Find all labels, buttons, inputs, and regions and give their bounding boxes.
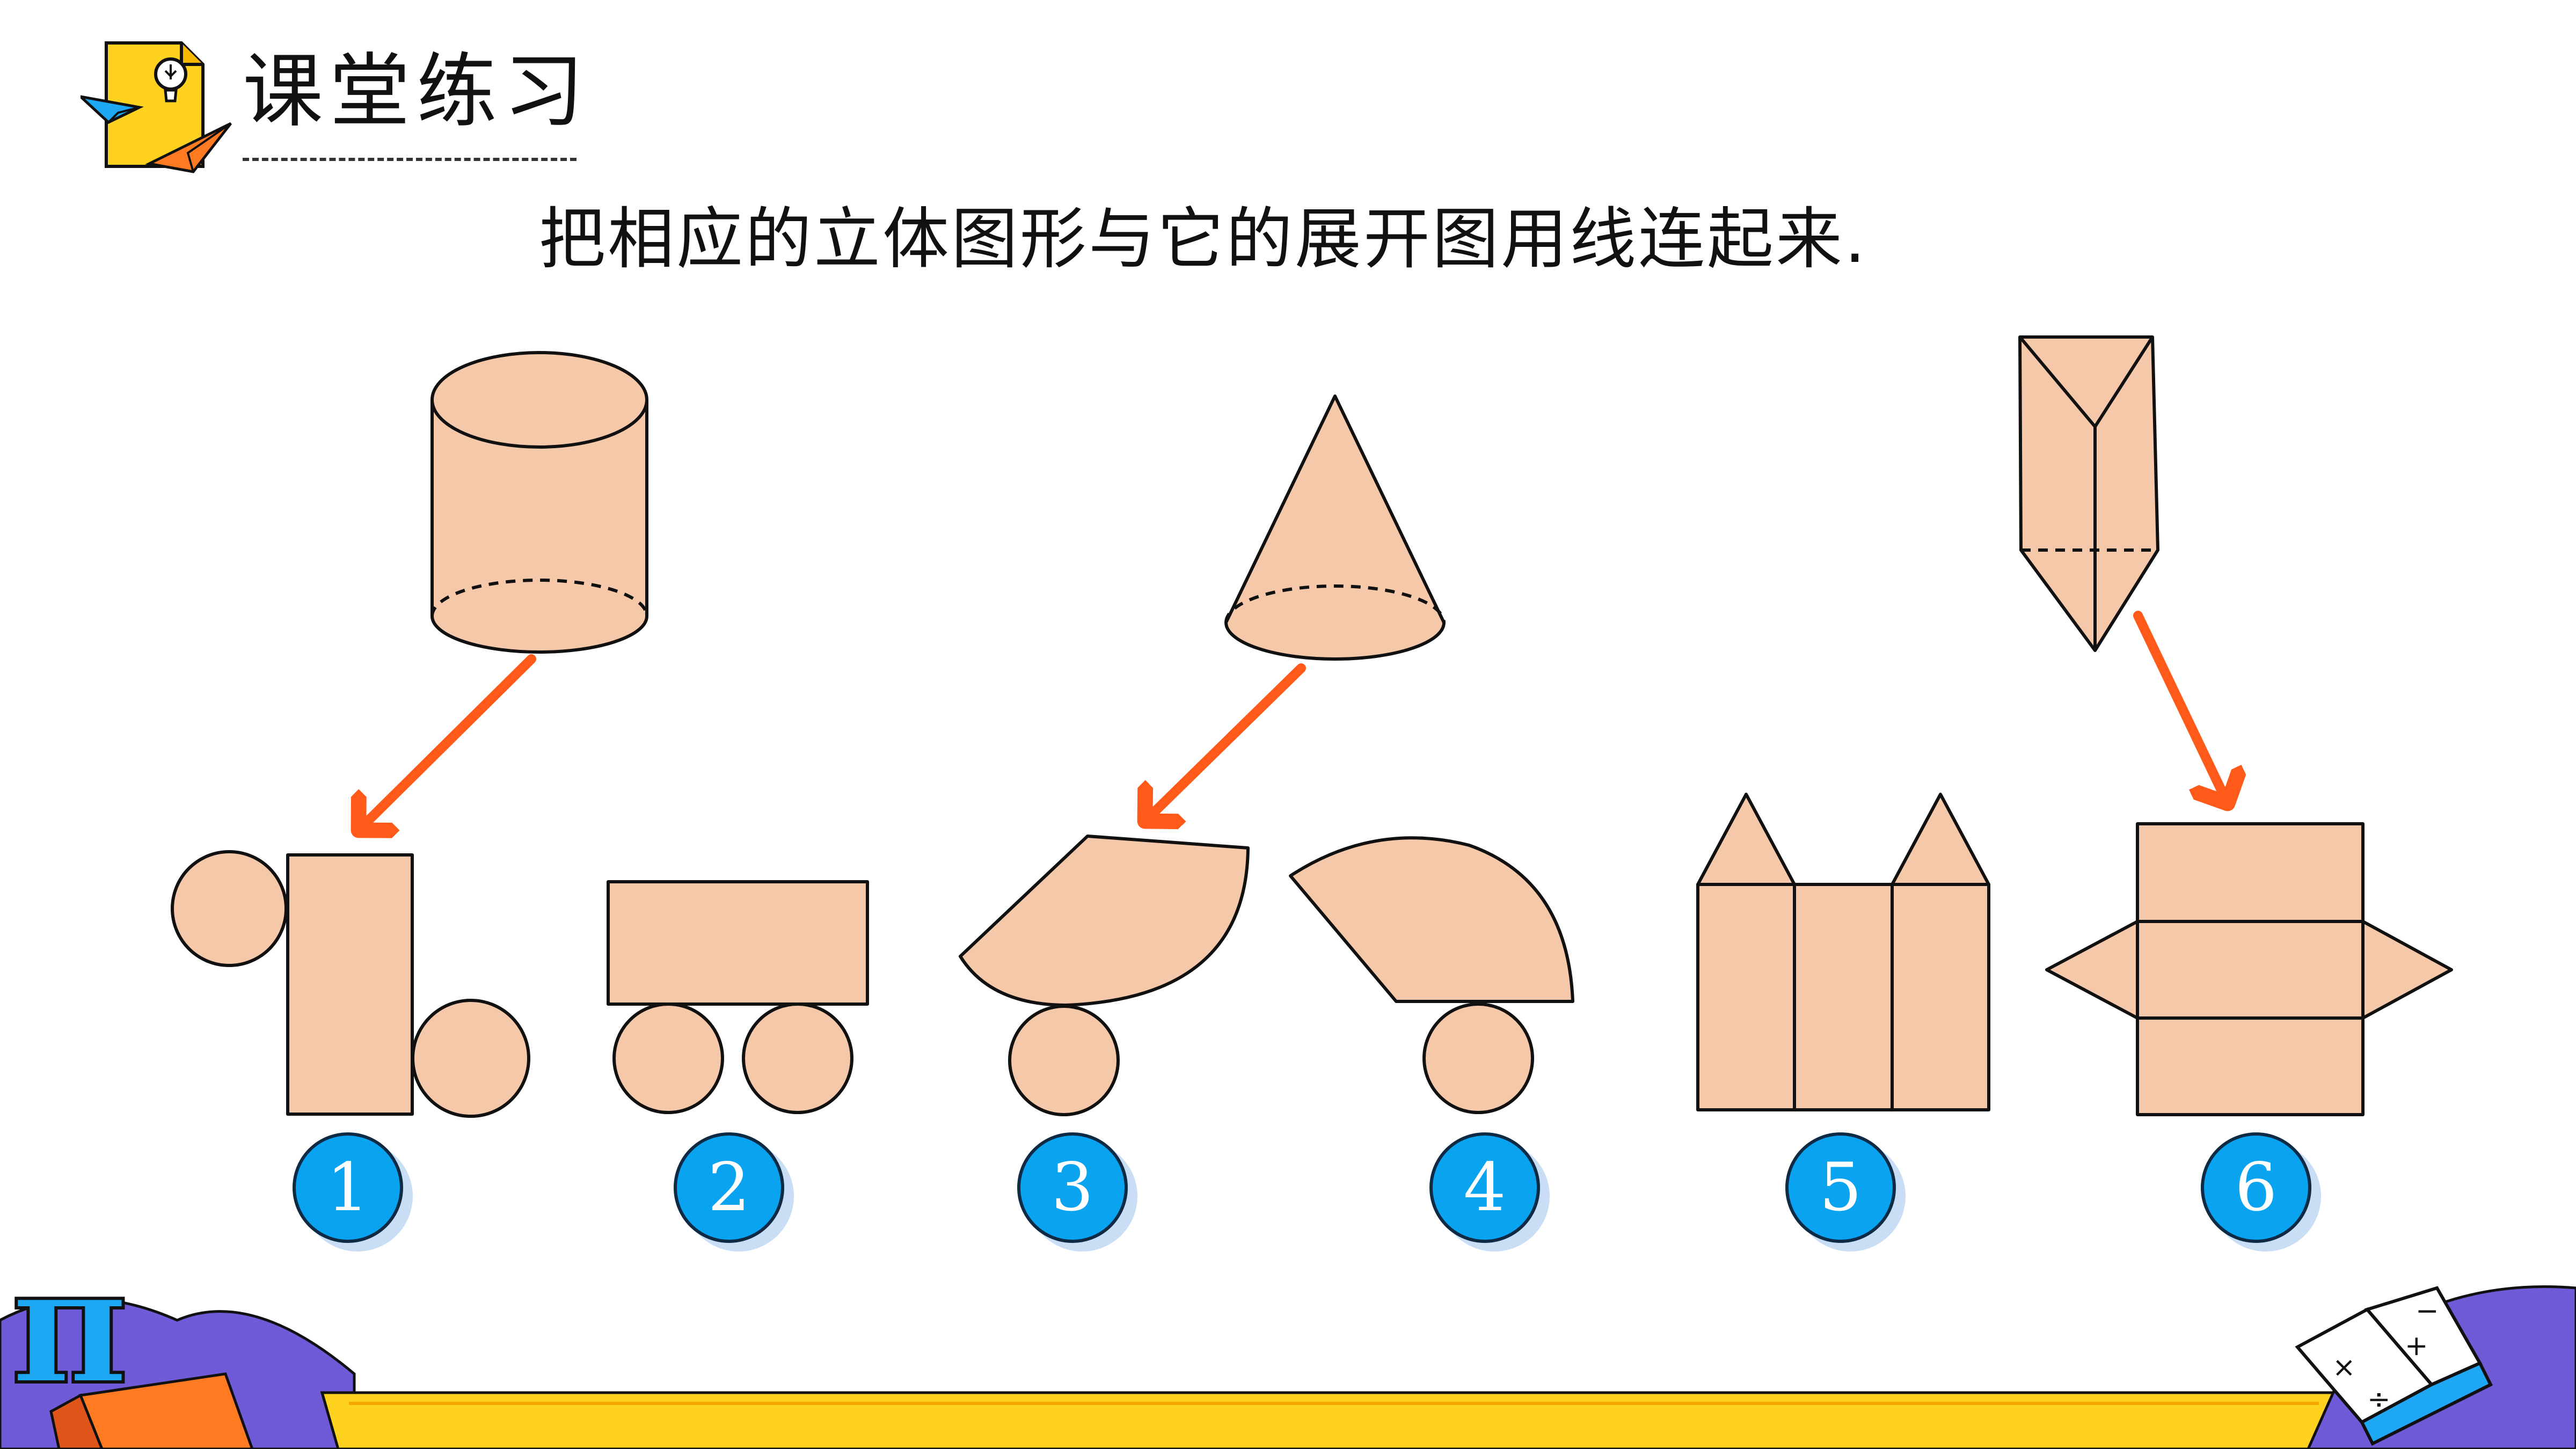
pi-symbol: π (9, 1231, 130, 1420)
net-1 (171, 850, 530, 1118)
net-3 (959, 835, 1250, 1116)
net-2 (607, 880, 869, 1114)
net-5 (1696, 793, 1990, 1111)
badge-6: 6 (2201, 1132, 2311, 1243)
book-symbol-minus: − (2416, 1295, 2439, 1327)
book-symbol-times: × (2332, 1351, 2356, 1384)
net-6 (2045, 822, 2453, 1116)
book-symbol-plus: + (2405, 1330, 2428, 1362)
triangular-prism-icon (2018, 335, 2159, 652)
bottom-decoration: × ÷ + − (0, 1285, 2576, 1449)
badge-4: 4 (1429, 1132, 1540, 1243)
instruction-text: 把相应的立体图形与它的展开图用线连起来. (539, 201, 1868, 278)
badge-3: 3 (1017, 1132, 1128, 1243)
book-icon: × ÷ + − (2295, 1286, 2493, 1446)
badge-5: 5 (1785, 1132, 1896, 1243)
arrow-cone-to-net-3 (1145, 663, 1306, 821)
net-4 (1289, 836, 1574, 1114)
lightbulb-document-icon (81, 41, 232, 173)
badge-1: 1 (293, 1132, 403, 1243)
badge-2: 2 (674, 1132, 784, 1243)
book-symbol-divide: ÷ (2367, 1384, 2391, 1416)
arrow-prism-to-net-6 (2133, 611, 2228, 803)
arrow-cylinder-to-net-1 (359, 654, 536, 830)
cylinder-icon (430, 351, 648, 654)
title-underline (243, 158, 577, 161)
page-title: 课堂练习 (243, 45, 591, 138)
cone-icon (1224, 394, 1446, 661)
